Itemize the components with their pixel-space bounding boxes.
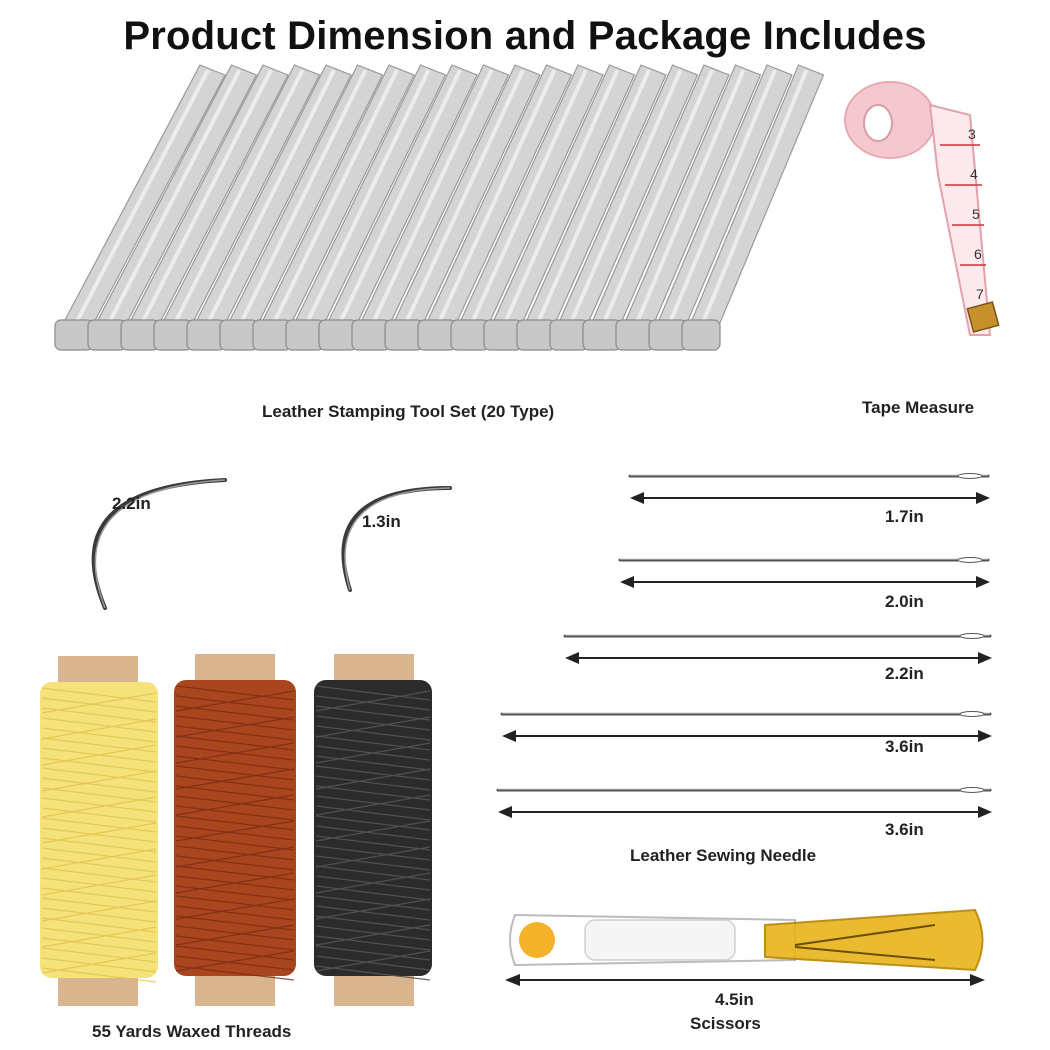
- tape-mark-4: 4: [970, 166, 978, 182]
- stamp-tool: [318, 64, 478, 351]
- curved-needle-small-icon: [341, 486, 452, 592]
- stamp-tool: [153, 64, 321, 351]
- curved-needle-large-label: 2.2in: [112, 494, 151, 513]
- tape-mark-3: 3: [968, 126, 976, 142]
- straight-needle: [496, 787, 992, 818]
- waxed-threads-image: [40, 654, 432, 1006]
- tape-mark-6: 6: [974, 246, 982, 262]
- stamp-tool: [285, 64, 447, 351]
- straight-needle: [618, 557, 990, 588]
- stamp-tool: [516, 64, 667, 351]
- scissors-image: [505, 908, 985, 986]
- curved-needle-small-label: 1.3in: [362, 512, 401, 531]
- stamp-tool: [87, 64, 258, 351]
- needle-2-length: 2.0in: [885, 592, 924, 611]
- stamp-tool: [615, 64, 762, 351]
- straight-needle: [500, 711, 992, 742]
- stamp-tool: [54, 64, 226, 351]
- stamping-tool-set-image: [54, 64, 825, 351]
- stamp-tool: [384, 64, 541, 351]
- needle-3-length: 2.2in: [885, 664, 924, 683]
- stamp-tool: [681, 64, 825, 351]
- needle-5-length: 3.6in: [885, 820, 924, 839]
- straight-needle: [563, 633, 992, 664]
- needle-4-length: 3.6in: [885, 737, 924, 756]
- curved-needle-large-icon: [91, 478, 227, 610]
- stamp-tool: [450, 64, 604, 351]
- scissors-length: 4.5in: [715, 990, 754, 1009]
- scissors-caption: Scissors: [690, 1014, 761, 1033]
- tape-measure-caption: Tape Measure: [862, 398, 975, 417]
- needle-1-length: 1.7in: [885, 507, 924, 526]
- sewing-needle-caption: Leather Sewing Needle: [630, 846, 817, 865]
- tape-mark-7: 7: [976, 286, 984, 302]
- straight-needle: [628, 473, 990, 504]
- stamp-tool: [483, 64, 636, 351]
- stamp-tool: [120, 64, 289, 351]
- threads-caption: 55 Yards Waxed Threads: [92, 1022, 292, 1041]
- tape-mark-5: 5: [972, 206, 980, 222]
- tape-measure-image: 3 4 5 6 7: [844, 81, 1000, 336]
- stamp-tool: [648, 64, 793, 351]
- stamping-tool-caption: Leather Stamping Tool Set (20 Type): [262, 402, 555, 421]
- stamp-tool: [186, 64, 352, 351]
- straight-needles-group: [496, 473, 992, 818]
- stamp-tool: [351, 64, 510, 351]
- page-title: Product Dimension and Package Includes: [123, 14, 927, 58]
